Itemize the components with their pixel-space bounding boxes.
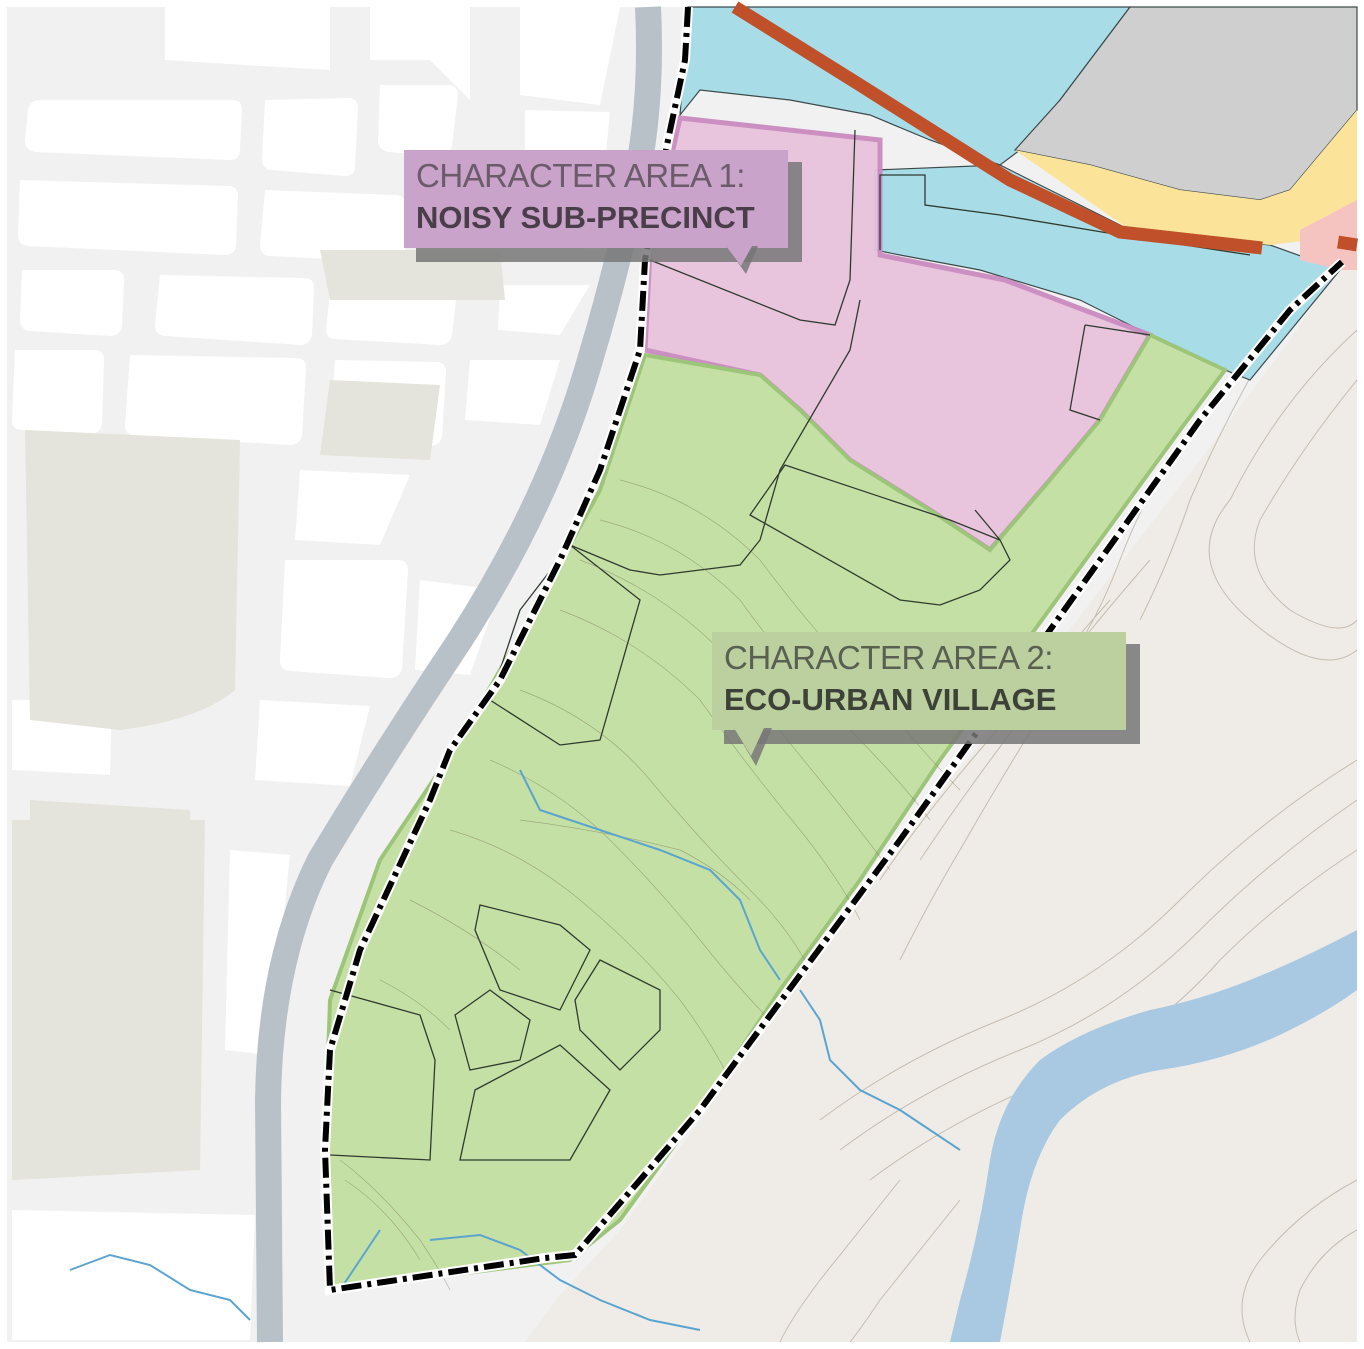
rail-line	[731, 1, 1263, 255]
label-pointer	[726, 246, 758, 274]
character-area-2-title: CHARACTER AREA 2:	[724, 639, 1053, 676]
character-area-1-label: CHARACTER AREA 1: NOISY SUB-PRECINCT	[404, 150, 804, 290]
character-area-1-title: CHARACTER AREA 1:	[416, 157, 745, 194]
precinct-boundary-line	[321, 6, 1345, 1294]
red-zone	[1300, 200, 1357, 270]
yellow-zone	[1015, 110, 1357, 245]
character-area-1-name: NOISY SUB-PRECINCT	[416, 200, 755, 235]
river	[950, 930, 1357, 1342]
rail-line-end	[1336, 235, 1359, 252]
character-area-2-name: ECO-URBAN VILLAGE	[724, 682, 1057, 717]
label-pointer	[734, 728, 772, 766]
label-panel: CHARACTER AREA 2: ECO-URBAN VILLAGE	[712, 632, 1126, 730]
character-area-2-label: CHARACTER AREA 2: ECO-URBAN VILLAGE	[712, 632, 1144, 782]
open-space	[25, 250, 505, 1170]
streams	[69, 769, 961, 1331]
character-area-2-zone	[322, 332, 1229, 1293]
label-panel: CHARACTER AREA 1: NOISY SUB-PRECINCT	[404, 150, 788, 248]
